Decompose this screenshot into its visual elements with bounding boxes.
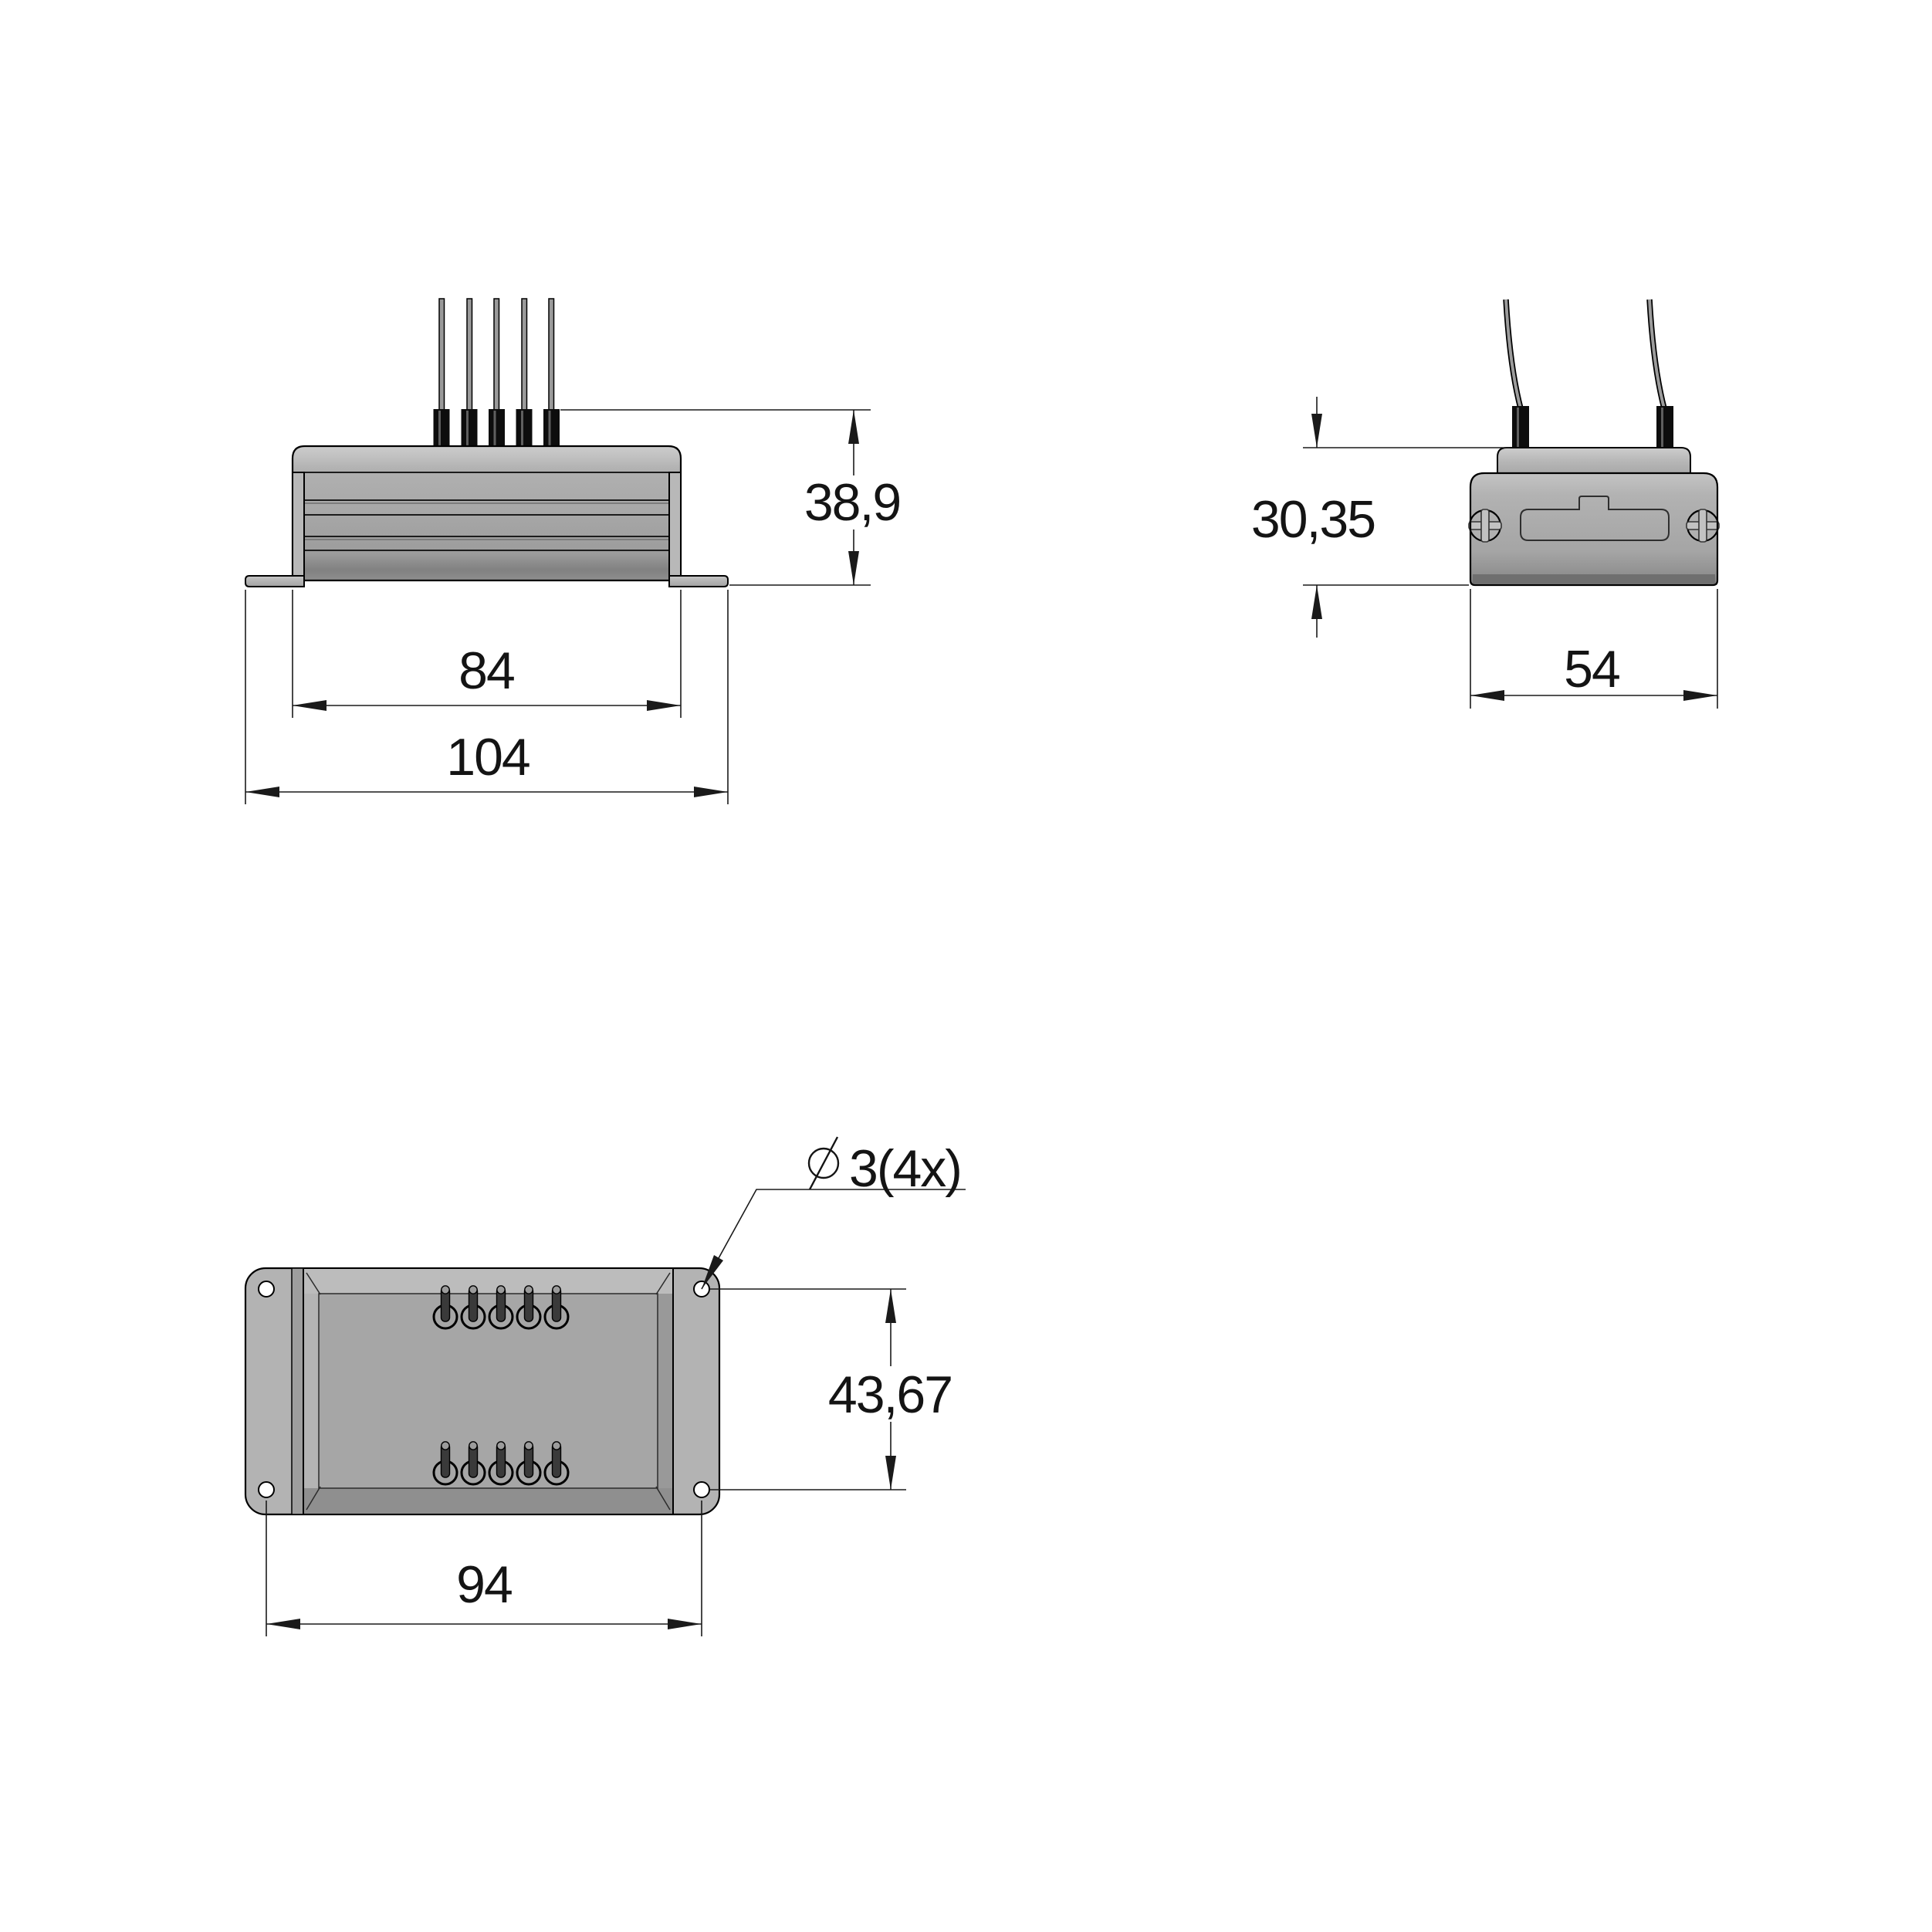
dim-text-bg (827, 1366, 952, 1422)
arrowhead-right (1683, 690, 1717, 701)
terminal-pin (543, 1441, 570, 1486)
dim-front-height (560, 409, 871, 586)
wire (1648, 299, 1666, 409)
terminal-pin (432, 1441, 458, 1486)
wire-sleeve (461, 409, 478, 449)
dim-text-bg (801, 475, 903, 530)
dim-side-height (1303, 397, 1510, 638)
mounting-hole (258, 1281, 275, 1298)
dim-text-side-height: 30,35 (1251, 490, 1375, 549)
wire (521, 298, 528, 413)
bevel-bottom (304, 1488, 672, 1514)
bevel-corner-line (655, 1272, 671, 1295)
slot-outline (1520, 496, 1670, 541)
bevel-corner-line (306, 1486, 321, 1511)
arrowhead-right (694, 787, 728, 797)
arrowhead-down (885, 1456, 896, 1490)
wire-sleeve (433, 409, 450, 449)
dim-text-front-body-width: 84 (458, 641, 514, 700)
wire (493, 298, 500, 413)
dim-front-body-width (292, 590, 682, 718)
terminal-pin (460, 1441, 486, 1486)
dim-side-width (1470, 589, 1718, 709)
wire-sleeve (1512, 406, 1529, 449)
bevel-left (304, 1294, 319, 1488)
arrowhead-right (647, 700, 681, 711)
wire-sleeve (1656, 406, 1673, 449)
bracket-strip-right (668, 472, 682, 578)
terminal-pin (516, 1441, 542, 1486)
wire (466, 298, 473, 413)
dim-text-side-width: 54 (1564, 640, 1619, 699)
arrowhead-left (266, 1619, 300, 1629)
wire (438, 298, 445, 413)
dim-text-front-overall-width: 104 (446, 728, 530, 787)
bevel-right (658, 1294, 672, 1488)
terminal-pin (432, 1285, 458, 1330)
front-view: 38,9 84 104 (245, 298, 903, 804)
wire (548, 298, 555, 413)
phillips-cross-icon (1480, 509, 1490, 543)
wire-sleeve (543, 409, 560, 449)
dim-bottom-hole-spacing-h (266, 1501, 702, 1636)
bottom-view: 43,67 94 3(4x) (244, 1136, 966, 1636)
mounting-foot-right (668, 575, 729, 587)
dim-front-overall-width (245, 590, 729, 804)
terminal-pin (488, 1441, 514, 1486)
arrowhead-up (885, 1289, 896, 1323)
bevel-top (304, 1269, 672, 1294)
arrowhead-left (293, 700, 327, 711)
bevel-corner-line (306, 1272, 321, 1295)
side-view: 30,35 54 (1251, 299, 1720, 709)
terminal-pin (460, 1285, 486, 1330)
side-wire-sleeves (1512, 406, 1673, 449)
mounting-holes (258, 1281, 710, 1498)
arrowhead-down (848, 551, 859, 585)
hole-callout: 3(4x) (701, 1136, 966, 1290)
mounting-hole (258, 1481, 275, 1498)
dim-text-front-height: 38,9 (804, 473, 900, 532)
terminal-pins-top-row (432, 1285, 570, 1330)
heatsink-fins (293, 472, 680, 551)
mounting-bracket (245, 472, 729, 587)
box-top-face (318, 1293, 658, 1489)
leader-arrowhead (702, 1255, 723, 1289)
wire (1504, 299, 1522, 409)
bracket-fold-left (291, 1267, 304, 1515)
wire-sleeve (516, 409, 533, 449)
dim-text-bottom-hole-spacing-h: 94 (456, 1555, 512, 1614)
hole-callout-label: 3(4x) (849, 1139, 961, 1198)
phillips-cross-icon (1698, 509, 1707, 543)
arrowhead-up (848, 410, 859, 444)
front-wires (438, 298, 555, 413)
wire-sleeve (489, 409, 505, 449)
enclosure-body (291, 445, 682, 582)
terminal-pin (488, 1285, 514, 1330)
enclosure-cap (1497, 447, 1691, 478)
terminal-pins-bottom-row (432, 1441, 570, 1486)
enclosure-box (303, 1267, 674, 1515)
mounting-hole (693, 1481, 710, 1498)
arrowhead-left (245, 787, 279, 797)
bevel-corner-line (655, 1486, 671, 1511)
side-wires (1503, 299, 1667, 409)
arrowhead-up (1311, 585, 1322, 619)
arrowhead-left (1470, 690, 1504, 701)
terminal-pin (516, 1285, 542, 1330)
dim-text-bottom-hole-spacing-v: 43,67 (828, 1365, 952, 1424)
arrowhead-right (668, 1619, 702, 1629)
screw-right (1686, 509, 1720, 543)
leader-line (701, 1189, 966, 1290)
enclosure-body-outline (1469, 472, 1719, 587)
mounting-foot-left (245, 575, 305, 587)
enclosure-body (1470, 473, 1717, 585)
terminal-pin (543, 1285, 570, 1330)
arrowhead-down (1311, 414, 1322, 448)
screw-left (1468, 509, 1502, 543)
bottom-shadow-band (1473, 574, 1715, 584)
bracket-strip-left (292, 472, 305, 578)
diameter-symbol (807, 1136, 840, 1190)
front-wire-sleeves (433, 409, 560, 449)
